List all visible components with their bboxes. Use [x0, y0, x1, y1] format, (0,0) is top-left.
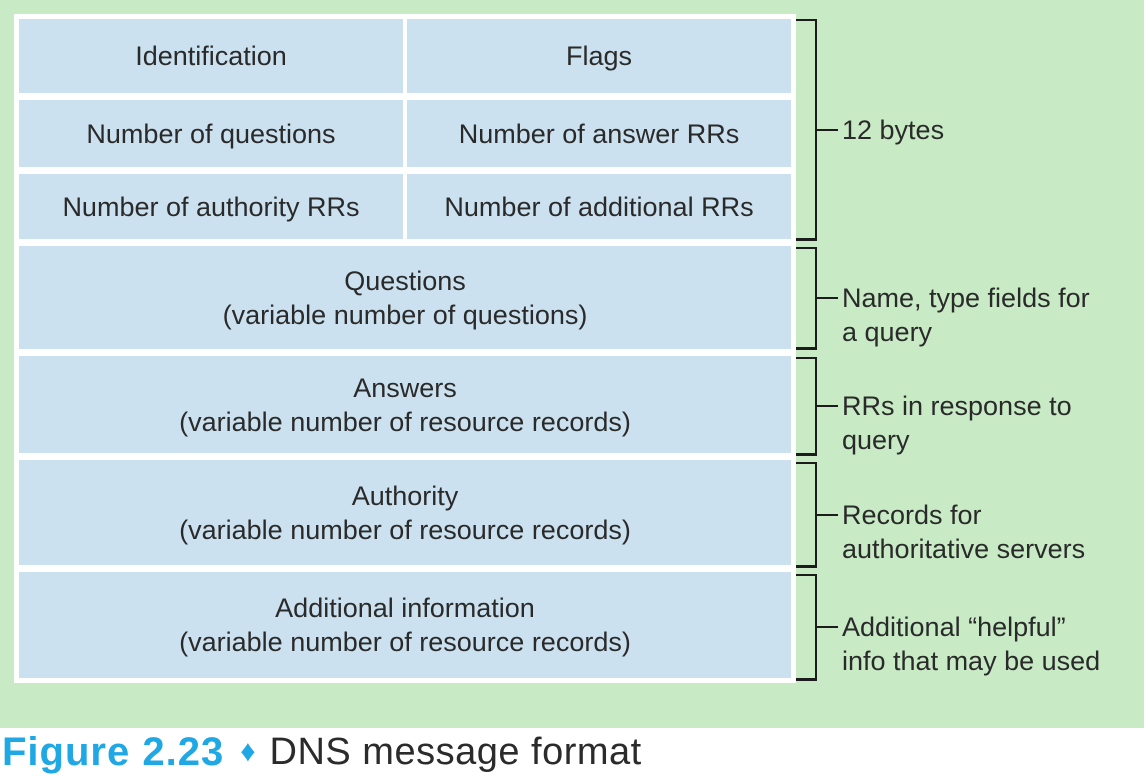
cell-identification: Identification — [19, 19, 403, 93]
annotation-12-bytes: 12 bytes — [842, 115, 945, 145]
figure-number-label: Figure 2.23 — [2, 729, 225, 774]
dash-answers — [816, 405, 838, 407]
cell-number-of-authority-rrs: Number of authority RRs — [19, 174, 403, 239]
cell-answers-title: Answers — [353, 372, 457, 403]
figure-caption: Figure 2.23 ♦ DNS message format — [0, 728, 1144, 776]
dash-additional — [816, 626, 838, 628]
dash-questions — [816, 297, 838, 299]
cell-questions-title: Questions — [344, 265, 466, 296]
dash-authority — [816, 514, 838, 516]
cell-answers-subtitle: (variable number of resource records) — [179, 406, 631, 437]
cell-answers: Answers (variable number of resource rec… — [19, 356, 791, 453]
cell-additional-information-title: Additional information — [275, 593, 535, 623]
bracket-additional — [796, 574, 817, 681]
diamond-icon: ♦ — [240, 735, 256, 768]
cell-number-of-additional-rrs: Number of additional RRs — [407, 174, 791, 239]
cell-questions: Questions (variable number of questions) — [19, 246, 791, 349]
cell-flags: Flags — [407, 19, 791, 93]
cell-number-of-answer-rrs: Number of answer RRs — [407, 100, 791, 167]
dash-header-12-bytes — [816, 129, 838, 131]
figure-title: DNS message format — [269, 730, 642, 773]
annotation-rrs-in-response: RRs in response to query — [842, 391, 1072, 455]
cell-authority-subtitle: (variable number of resource records) — [179, 514, 631, 545]
dns-message-table: Identification Flags Number of questions… — [14, 14, 796, 683]
cell-additional-information: Additional information (variable number … — [19, 572, 791, 678]
cell-authority-title: Authority — [351, 480, 459, 511]
annotation-name-type-fields: Name, type fields for a query — [842, 283, 1090, 347]
annotation-additional-helpful: Additional “helpful” info that may be us… — [842, 612, 1101, 676]
cell-additional-information-subtitle: (variable number of resource records) — [179, 627, 631, 657]
cell-authority: Authority (variable number of resource r… — [19, 460, 791, 565]
cell-questions-subtitle: (variable number of questions) — [222, 299, 588, 330]
bracket-header-12-bytes — [796, 19, 817, 241]
annotation-records-authoritative: Records for authoritative servers — [842, 500, 1086, 564]
cell-number-of-questions: Number of questions — [19, 100, 403, 167]
bracket-authority — [796, 462, 817, 568]
bracket-questions — [796, 247, 817, 350]
bracket-answers — [796, 357, 817, 456]
